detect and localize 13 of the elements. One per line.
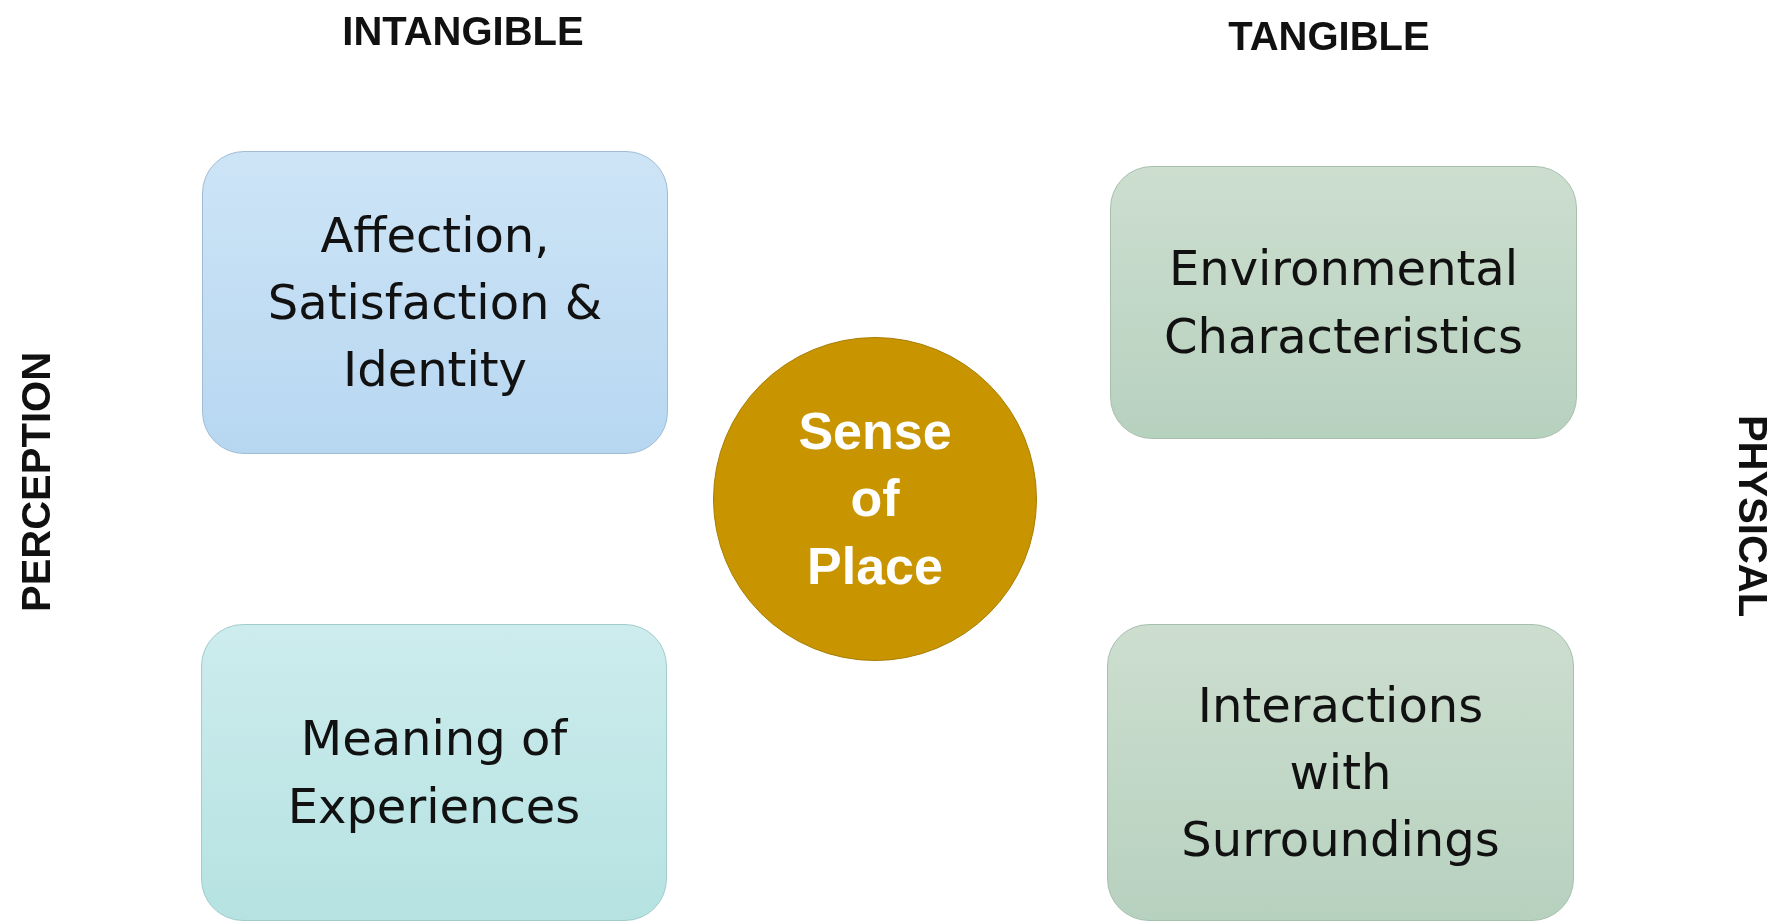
axis-label: PHYSICAL <box>1729 414 1775 618</box>
box-label: Affection, Satisfaction & Identity <box>266 205 604 400</box>
box-label: Environmental Characteristics <box>1163 239 1524 366</box>
rounded-box <box>1107 624 1574 921</box>
box-label: Sense of Place <box>797 400 953 597</box>
axis-label: INTANGIBLE <box>342 8 584 54</box>
box-label: Meaning of Experiences <box>286 709 582 836</box>
axis-label: TANGIBLE <box>1228 13 1430 59</box>
rounded-box <box>201 624 667 921</box>
box-label: Interactions with Surroundings <box>1180 675 1501 870</box>
axis-label: PERCEPTION <box>13 352 59 612</box>
rounded-box <box>1110 166 1577 439</box>
rounded-box <box>202 151 668 454</box>
